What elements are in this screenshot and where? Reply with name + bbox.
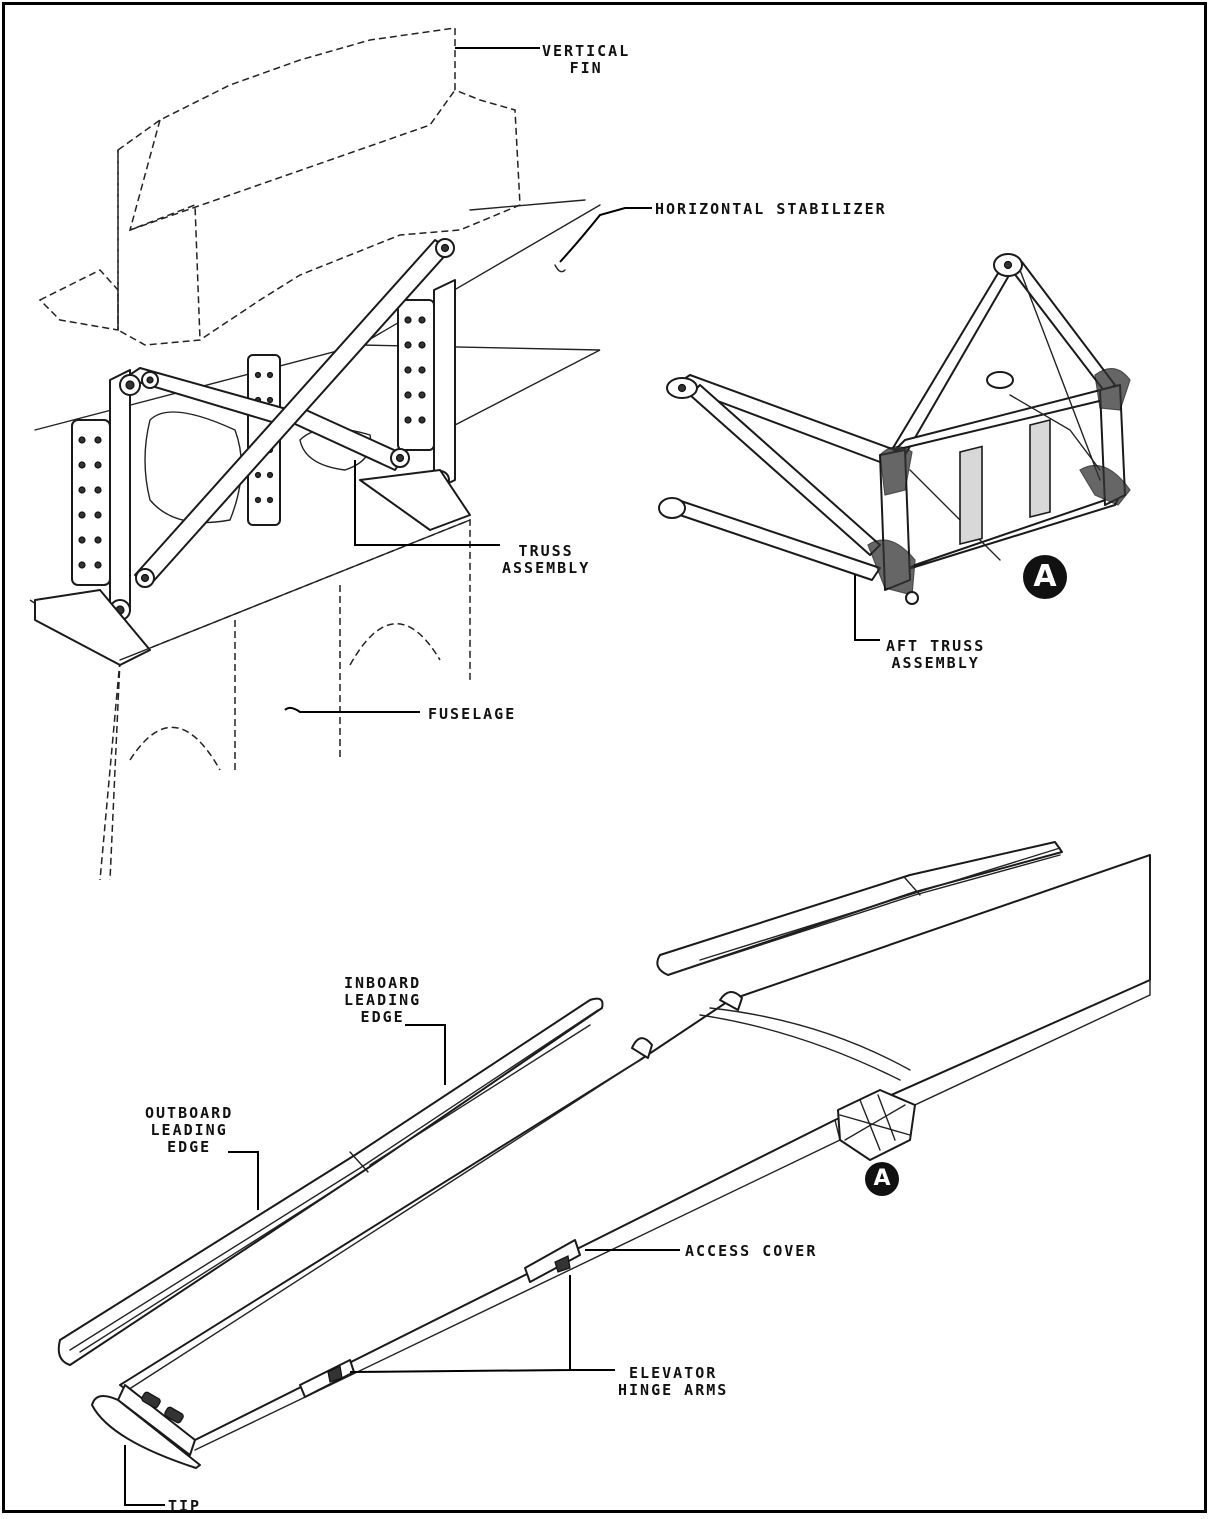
access-cover	[524, 1239, 581, 1283]
stabilizer-main-surface	[119, 854, 1151, 1441]
left-fitting-plate	[71, 419, 111, 586]
detail-callout-a-badge: A	[1023, 555, 1067, 599]
outboard-leading-edge	[57, 997, 604, 1366]
leader-horizontal-stabilizer	[559, 207, 652, 263]
leader-tip	[124, 1445, 165, 1506]
label-inboard-leading-edge: INBOARD LEADING EDGE	[344, 974, 422, 1026]
vertical-fin-outline	[117, 27, 521, 346]
leader-fuselage	[284, 706, 420, 713]
stabilizer-tip	[91, 1395, 201, 1469]
label-truss-assembly: TRUSS ASSEMBLY	[502, 542, 591, 577]
leader-aft-truss	[854, 575, 880, 641]
label-elevator-hinge-arms: ELEVATOR HINGE ARMS	[618, 1364, 729, 1399]
label-vertical-fin: VERTICAL FIN	[542, 42, 631, 77]
label-access-cover: ACCESS COVER	[685, 1242, 818, 1260]
label-outboard-leading-edge: OUTBOARD LEADING EDGE	[145, 1104, 234, 1156]
leader-inboard-leading-edge	[405, 1024, 446, 1085]
right-fitting-plate	[397, 299, 435, 451]
leader-outboard-leading-edge	[228, 1151, 259, 1210]
label-horizontal-stabilizer: HORIZONTAL STABILIZER	[655, 200, 887, 218]
label-tip: TIP	[168, 1497, 202, 1515]
label-fuselage: FUSELAGE	[428, 705, 517, 723]
fin-mount-drawing	[29, 27, 601, 881]
location-callout-a-badge: A	[865, 1162, 899, 1196]
stabilizer-surface-drawing	[57, 841, 1151, 1469]
leader-elevator-hinge-arms	[349, 1275, 615, 1373]
aft-truss-drawing	[658, 253, 1131, 605]
label-aft-truss-assembly: AFT TRUSS ASSEMBLY	[886, 637, 986, 672]
leader-truss-assembly	[354, 460, 500, 546]
